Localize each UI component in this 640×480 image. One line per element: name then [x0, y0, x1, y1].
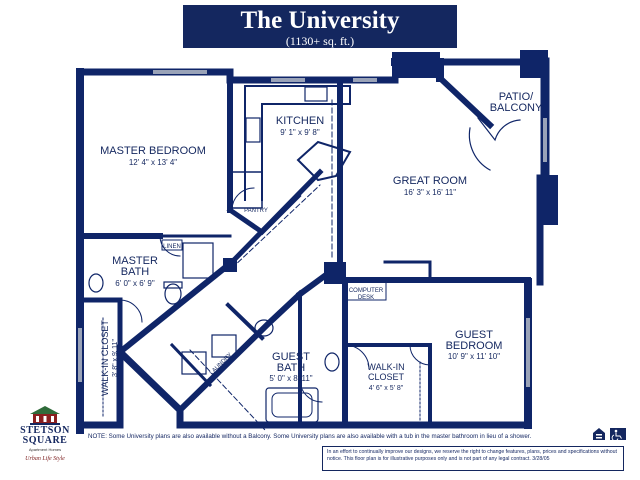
interior-wall	[435, 73, 495, 130]
door-swing	[468, 127, 491, 171]
kitchen-sink	[304, 86, 328, 102]
wall-column	[392, 52, 440, 78]
bathtub-basin	[271, 392, 313, 418]
housing-logos	[593, 428, 626, 441]
room-label-guest-bath-line2: BATH	[277, 362, 306, 374]
linen-shelf	[161, 239, 183, 251]
door-swing	[477, 117, 521, 142]
wall-column	[223, 258, 237, 272]
room-label-master-bath-line2: BATH	[121, 266, 150, 278]
room-dims-kitchen: 9' 1" x 9' 8"	[280, 128, 320, 137]
room-label-patio-line2: BALCONY	[490, 102, 543, 114]
wall-column	[538, 175, 558, 225]
door-swing	[119, 299, 143, 323]
room-label-master-bedroom: MASTER BEDROOM	[100, 145, 206, 157]
room-label-great-room: GREAT ROOM	[393, 175, 467, 187]
plan-title: The University	[240, 7, 400, 34]
pantry	[231, 171, 263, 209]
kitchen-counter	[244, 85, 351, 201]
room-dims-great-room: 16' 3" x 16' 11"	[404, 188, 456, 197]
logo-name-line1: STETSON	[20, 425, 70, 436]
kitchen-island	[296, 140, 352, 182]
bath-sink	[88, 273, 104, 293]
door-swing	[231, 187, 255, 211]
outer-wall	[76, 343, 532, 429]
room-label-patio-line1: PATIO/	[499, 91, 534, 103]
toilet	[164, 283, 182, 305]
room-label-kitchen: KITCHEN	[276, 115, 324, 127]
room-dims-guest-bedroom: 10' 9" x 11' 10"	[448, 352, 500, 361]
room-label-guest-bedroom-line2: BEDROOM	[446, 340, 503, 352]
disclaimer: In an effort to continually improve our …	[322, 446, 624, 471]
label-computer-line1: COMPUTER	[349, 288, 384, 294]
outer-wall	[76, 68, 399, 84]
toilet-tank	[163, 281, 183, 289]
range	[245, 117, 261, 143]
gazebo-icon	[30, 406, 60, 425]
computer-desk	[345, 281, 387, 301]
dryer	[211, 334, 237, 358]
interior-wall	[228, 168, 324, 266]
equal-housing-icon	[593, 428, 605, 440]
door-swing	[299, 379, 323, 403]
bathtub	[265, 387, 319, 423]
room-label-guest-bedroom-line1: GUEST	[455, 329, 493, 341]
interior-wall	[169, 342, 213, 388]
interior-wall	[383, 260, 432, 282]
plan-note: NOTE: Some University plans are also ava…	[88, 433, 532, 440]
label-computer-line2: DESK	[358, 295, 374, 301]
room-label-walkin-closet-2-line1: WALK-IN	[367, 362, 404, 372]
room-dims-walkin-closet-1: 3' 8" x 9' 11"	[112, 339, 119, 377]
room-dims-master-bedroom: 12' 4" x 13' 4"	[129, 158, 177, 167]
title-banner: The University (1130+ sq. ft.)	[183, 5, 457, 48]
door-swing	[344, 344, 370, 370]
shower	[182, 242, 214, 279]
guest-bath-sink	[324, 352, 340, 372]
soffit-line	[189, 349, 266, 431]
room-label-master-bath-line1: MASTER	[112, 255, 158, 267]
room-dims-master-bath: 6' 0" x 6' 9"	[115, 279, 155, 288]
wall-column	[324, 262, 346, 284]
room-label-walkin-closet-2-line2: CLOSET	[368, 372, 405, 382]
room-dims-guest-bath: 5' 0" x 8' 11"	[269, 374, 312, 383]
logo-subtitle: Apartment Homes	[28, 447, 62, 452]
room-dims-walkin-closet-2: 4' 6" x 5' 8"	[369, 385, 404, 392]
washer	[181, 351, 207, 375]
room-label-walkin-closet-1: WALK-IN CLOSET	[100, 320, 110, 396]
wall-column	[520, 50, 548, 78]
logo-tagline: Urban Life Style	[25, 456, 65, 462]
label-linen: LINEN	[163, 244, 181, 250]
door-swing	[409, 344, 431, 366]
soffit-line	[231, 184, 321, 269]
plan-square-footage: (1130+ sq. ft.)	[285, 34, 355, 48]
room-label-guest-bath-line1: GUEST	[272, 351, 310, 363]
logo-name-line2: SQUARE	[22, 435, 68, 446]
accessibility-icon	[610, 428, 626, 441]
disclaimer-text: In an effort to continually improve our …	[327, 449, 617, 462]
stetson-square-logo: STETSON SQUARE Apartment Homes Urban Lif…	[14, 404, 76, 474]
toilet	[254, 319, 274, 337]
label-pantry: PANTRY	[244, 208, 268, 214]
